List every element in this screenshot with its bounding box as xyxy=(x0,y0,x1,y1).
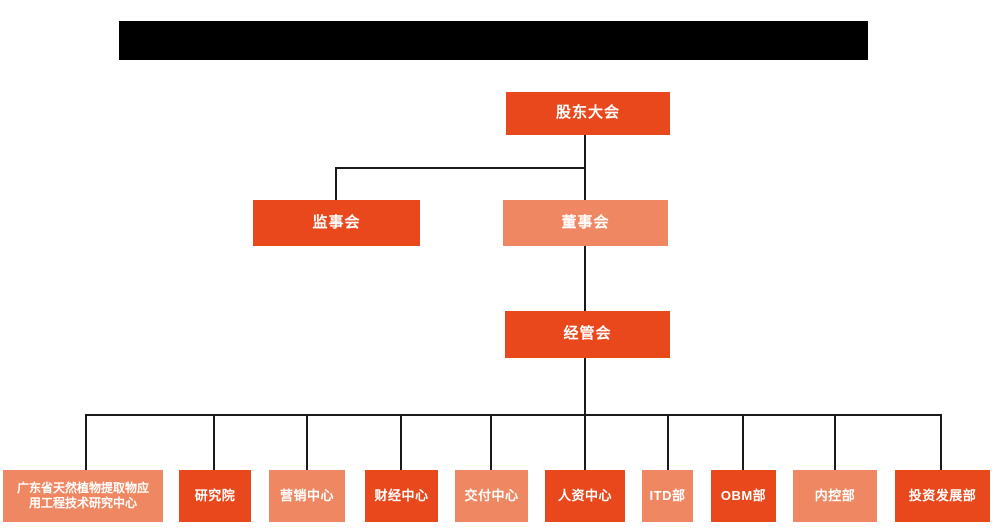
org-node-delivery-center: 交付中心 xyxy=(455,470,528,522)
connector-drop-dept-2 xyxy=(213,414,215,470)
org-node-finance-center: 财经中心 xyxy=(365,470,438,522)
org-node-research-institute: 研究院 xyxy=(179,470,251,522)
org-node-obm-department: OBM部 xyxy=(711,470,776,522)
connector-departments-horizontal xyxy=(85,414,942,416)
connector-drop-dept-9 xyxy=(834,414,836,470)
redacted-title-bar xyxy=(119,21,868,60)
connector-branch-horizontal xyxy=(335,167,586,169)
connector-drop-dept-7 xyxy=(667,414,669,470)
org-node-investment-development-department: 投资发展部 xyxy=(895,470,990,522)
connector-board-to-mgmt xyxy=(584,246,586,311)
connector-drop-dept-3 xyxy=(306,414,308,470)
connector-drop-dept-1 xyxy=(85,414,87,470)
org-node-board-of-directors: 董事会 xyxy=(503,200,668,246)
org-node-marketing-center: 营销中心 xyxy=(269,470,345,522)
connector-drop-dept-8 xyxy=(742,414,744,470)
org-node-itd-department: ITD部 xyxy=(642,470,693,522)
org-node-management-committee: 经管会 xyxy=(505,311,670,358)
connector-drop-dept-5 xyxy=(490,414,492,470)
org-node-internal-control-department: 内控部 xyxy=(793,470,877,522)
org-node-supervisory-board: 监事会 xyxy=(253,200,420,246)
org-node-shareholders-meeting: 股东大会 xyxy=(506,92,670,135)
connector-drop-dept-10 xyxy=(940,414,942,470)
connector-drop-supervisory xyxy=(335,167,337,200)
org-node-hr-center: 人资中心 xyxy=(545,470,625,522)
org-node-guangdong-research-center: 广东省天然植物提取物应 用工程技术研究中心 xyxy=(3,470,163,522)
connector-drop-dept-4 xyxy=(400,414,402,470)
